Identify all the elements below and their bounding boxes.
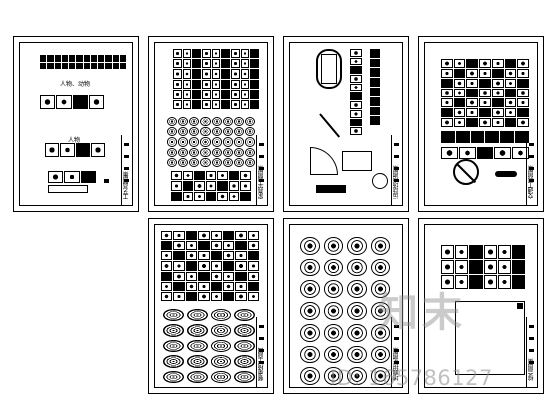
furniture-grid-top [173,49,259,109]
football-field [321,54,337,84]
figures-grid [40,95,104,109]
helicopter-sign [453,159,479,185]
furniture-grid-mid [167,117,255,167]
vehicle-strip-2 [441,147,529,159]
sheet-side-label: 工艺品图集 [123,171,130,200]
sheet-frame: 餐桌椅平面图 [154,224,268,388]
title-block [256,135,267,205]
drawing-sheet-5[interactable]: 餐桌椅平面图 [148,218,274,394]
small-mark [104,179,109,183]
title-block [526,317,537,387]
circle-court [372,173,388,189]
sheet-frame: 运动场地图集 [289,42,403,206]
misc-panel [455,301,525,375]
misc-mark [517,303,523,309]
sheet-frame: 地面拼花图集 [289,224,403,388]
figures-grid-3 [48,171,96,183]
drawing-sheet-3[interactable]: 运动场地图集 [283,36,409,212]
sheet-side-label: 家具平面图集 [258,166,265,199]
title-block [391,135,402,205]
figures-grid-2 [45,143,105,157]
sheet-frame: 综合图集 [424,224,538,388]
drawing-sheet-2[interactable]: 家具平面图集 [148,36,274,212]
drawing-sheet-7[interactable]: 综合图集 [418,218,544,394]
fan-field [310,147,338,175]
title-block [526,135,537,205]
diagonal-court [319,113,341,138]
title-block [256,317,267,387]
brand-watermark: 知末 [378,290,466,336]
court-column [350,49,362,135]
sheet-side-label: 运动场地图集 [393,166,400,199]
sheet-side-label: 餐桌椅平面图 [258,348,265,381]
furniture-grid-bottom [171,171,251,201]
misc-grid [441,245,525,289]
sheet-frame: 人物、动物 人物 工艺品图集 [19,42,133,206]
vehicle-grid [441,59,529,127]
title-block [121,135,132,205]
court-column-2 [370,49,380,125]
helicopter-icon [495,171,517,177]
heading-figures: 人物 [68,137,81,144]
court-rect [342,151,372,171]
vehicle-strip [441,131,529,143]
heading-figures-animals: 人物、动物 [60,81,91,88]
sheet-frame: 交通工具图集 [424,42,538,206]
sheet-frame: 家具平面图集 [154,42,268,206]
symbol-strip [40,55,126,69]
drawing-sheet-1[interactable]: 人物、动物 人物 工艺品图集 [13,36,139,212]
running-track [316,49,342,89]
figure-box [48,185,88,193]
bleacher [316,185,346,193]
dining-grid-bottom [163,309,255,383]
title-block [391,317,402,387]
drawing-sheet-6[interactable]: 地面拼花图集 [283,218,409,394]
sheet-side-label: 交通工具图集 [528,166,535,199]
drawing-sheet-4[interactable]: 交通工具图集 [418,36,544,212]
dining-grid-top [161,231,259,301]
sheet-side-label: 综合图集 [528,359,535,381]
floor-pattern-grid [300,237,390,385]
id-watermark: ID: 165786127 [330,366,493,390]
